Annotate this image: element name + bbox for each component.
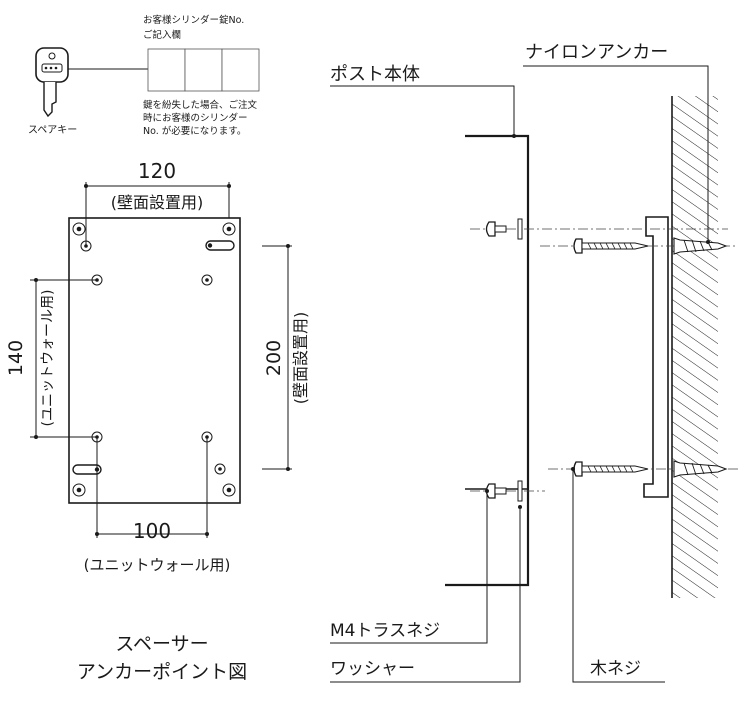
wood-screw-bottom: [573, 461, 649, 477]
dimension-left-140: [30, 278, 97, 439]
dim-right-value: 200: [263, 340, 285, 376]
corner-hole-top-right: [222, 222, 236, 236]
dim-left-note: (ユニットウォール用): [40, 290, 56, 427]
anchor-point-unit-top-right: [201, 274, 213, 286]
leader-wood-screw: [571, 467, 665, 683]
nylon-anchor-bottom: [673, 460, 728, 478]
dimension-top-120: [84, 182, 231, 246]
corner-hole-bottom-left: [72, 483, 86, 497]
nylon-anchor-top: [673, 237, 728, 255]
wood-screw-label: 木ネジ: [590, 659, 641, 679]
cylinder-number-boxes: [147, 48, 260, 92]
m4-truss-screw-top: [485, 221, 507, 237]
lost-key-note-line-2: 時にお客様のシリンダー: [143, 112, 248, 124]
wood-screw-top: [573, 238, 649, 254]
nylon-anchor-label: ナイロンアンカー: [525, 42, 668, 63]
leader-post-body: [330, 85, 516, 138]
spacer-profile: [643, 216, 669, 498]
dim-bottom-value: 100: [133, 519, 171, 543]
dim-right-note: (壁面設置用): [291, 312, 310, 405]
dim-bottom-note: (ユニットウォール用): [84, 556, 231, 574]
corner-hole-top-left: [72, 222, 86, 236]
lost-key-note-line-1: 鍵を紛失した場合、ご注文: [143, 99, 258, 111]
leader-washer: [330, 505, 522, 683]
slot-bottom-left: [72, 464, 102, 475]
wall-hatch: [672, 96, 718, 598]
leader-m4-screw: [330, 489, 489, 644]
washer-bottom: [517, 480, 523, 502]
dim-top-value: 120: [138, 159, 176, 183]
spare-key-icon: [35, 47, 69, 118]
post-body-label: ポスト本体: [330, 64, 420, 85]
slot-top-right: [205, 240, 235, 251]
leader-nylon-anchor: [523, 65, 710, 244]
spacer-plate-outline: [68, 217, 241, 504]
m4-screw-label: M4トラスネジ: [330, 621, 440, 641]
washer-top: [517, 218, 523, 240]
dim-left-value: 140: [5, 340, 27, 376]
caption-line-1: スペーサー: [115, 633, 208, 655]
lost-key-note-line-3: No. が必要になります。: [143, 125, 246, 137]
caption-line-2: アンカーポイント図: [77, 661, 247, 683]
dim-top-note: (壁面設置用): [111, 193, 204, 212]
dimension-bottom-100: [95, 437, 209, 538]
cylinder-number-sublabel: ご記入欄: [143, 29, 181, 41]
corner-hole-bottom-right: [222, 483, 236, 497]
m4-truss-screw-bottom: [485, 483, 507, 499]
cylinder-number-label: お客様シリンダー錠No.: [143, 14, 244, 26]
anchor-point-wall-bottom-right: [214, 463, 226, 475]
dimension-right-200: [262, 244, 292, 471]
spare-key-label: スペアキー: [28, 125, 77, 136]
washer-label: ワッシャー: [330, 659, 415, 679]
